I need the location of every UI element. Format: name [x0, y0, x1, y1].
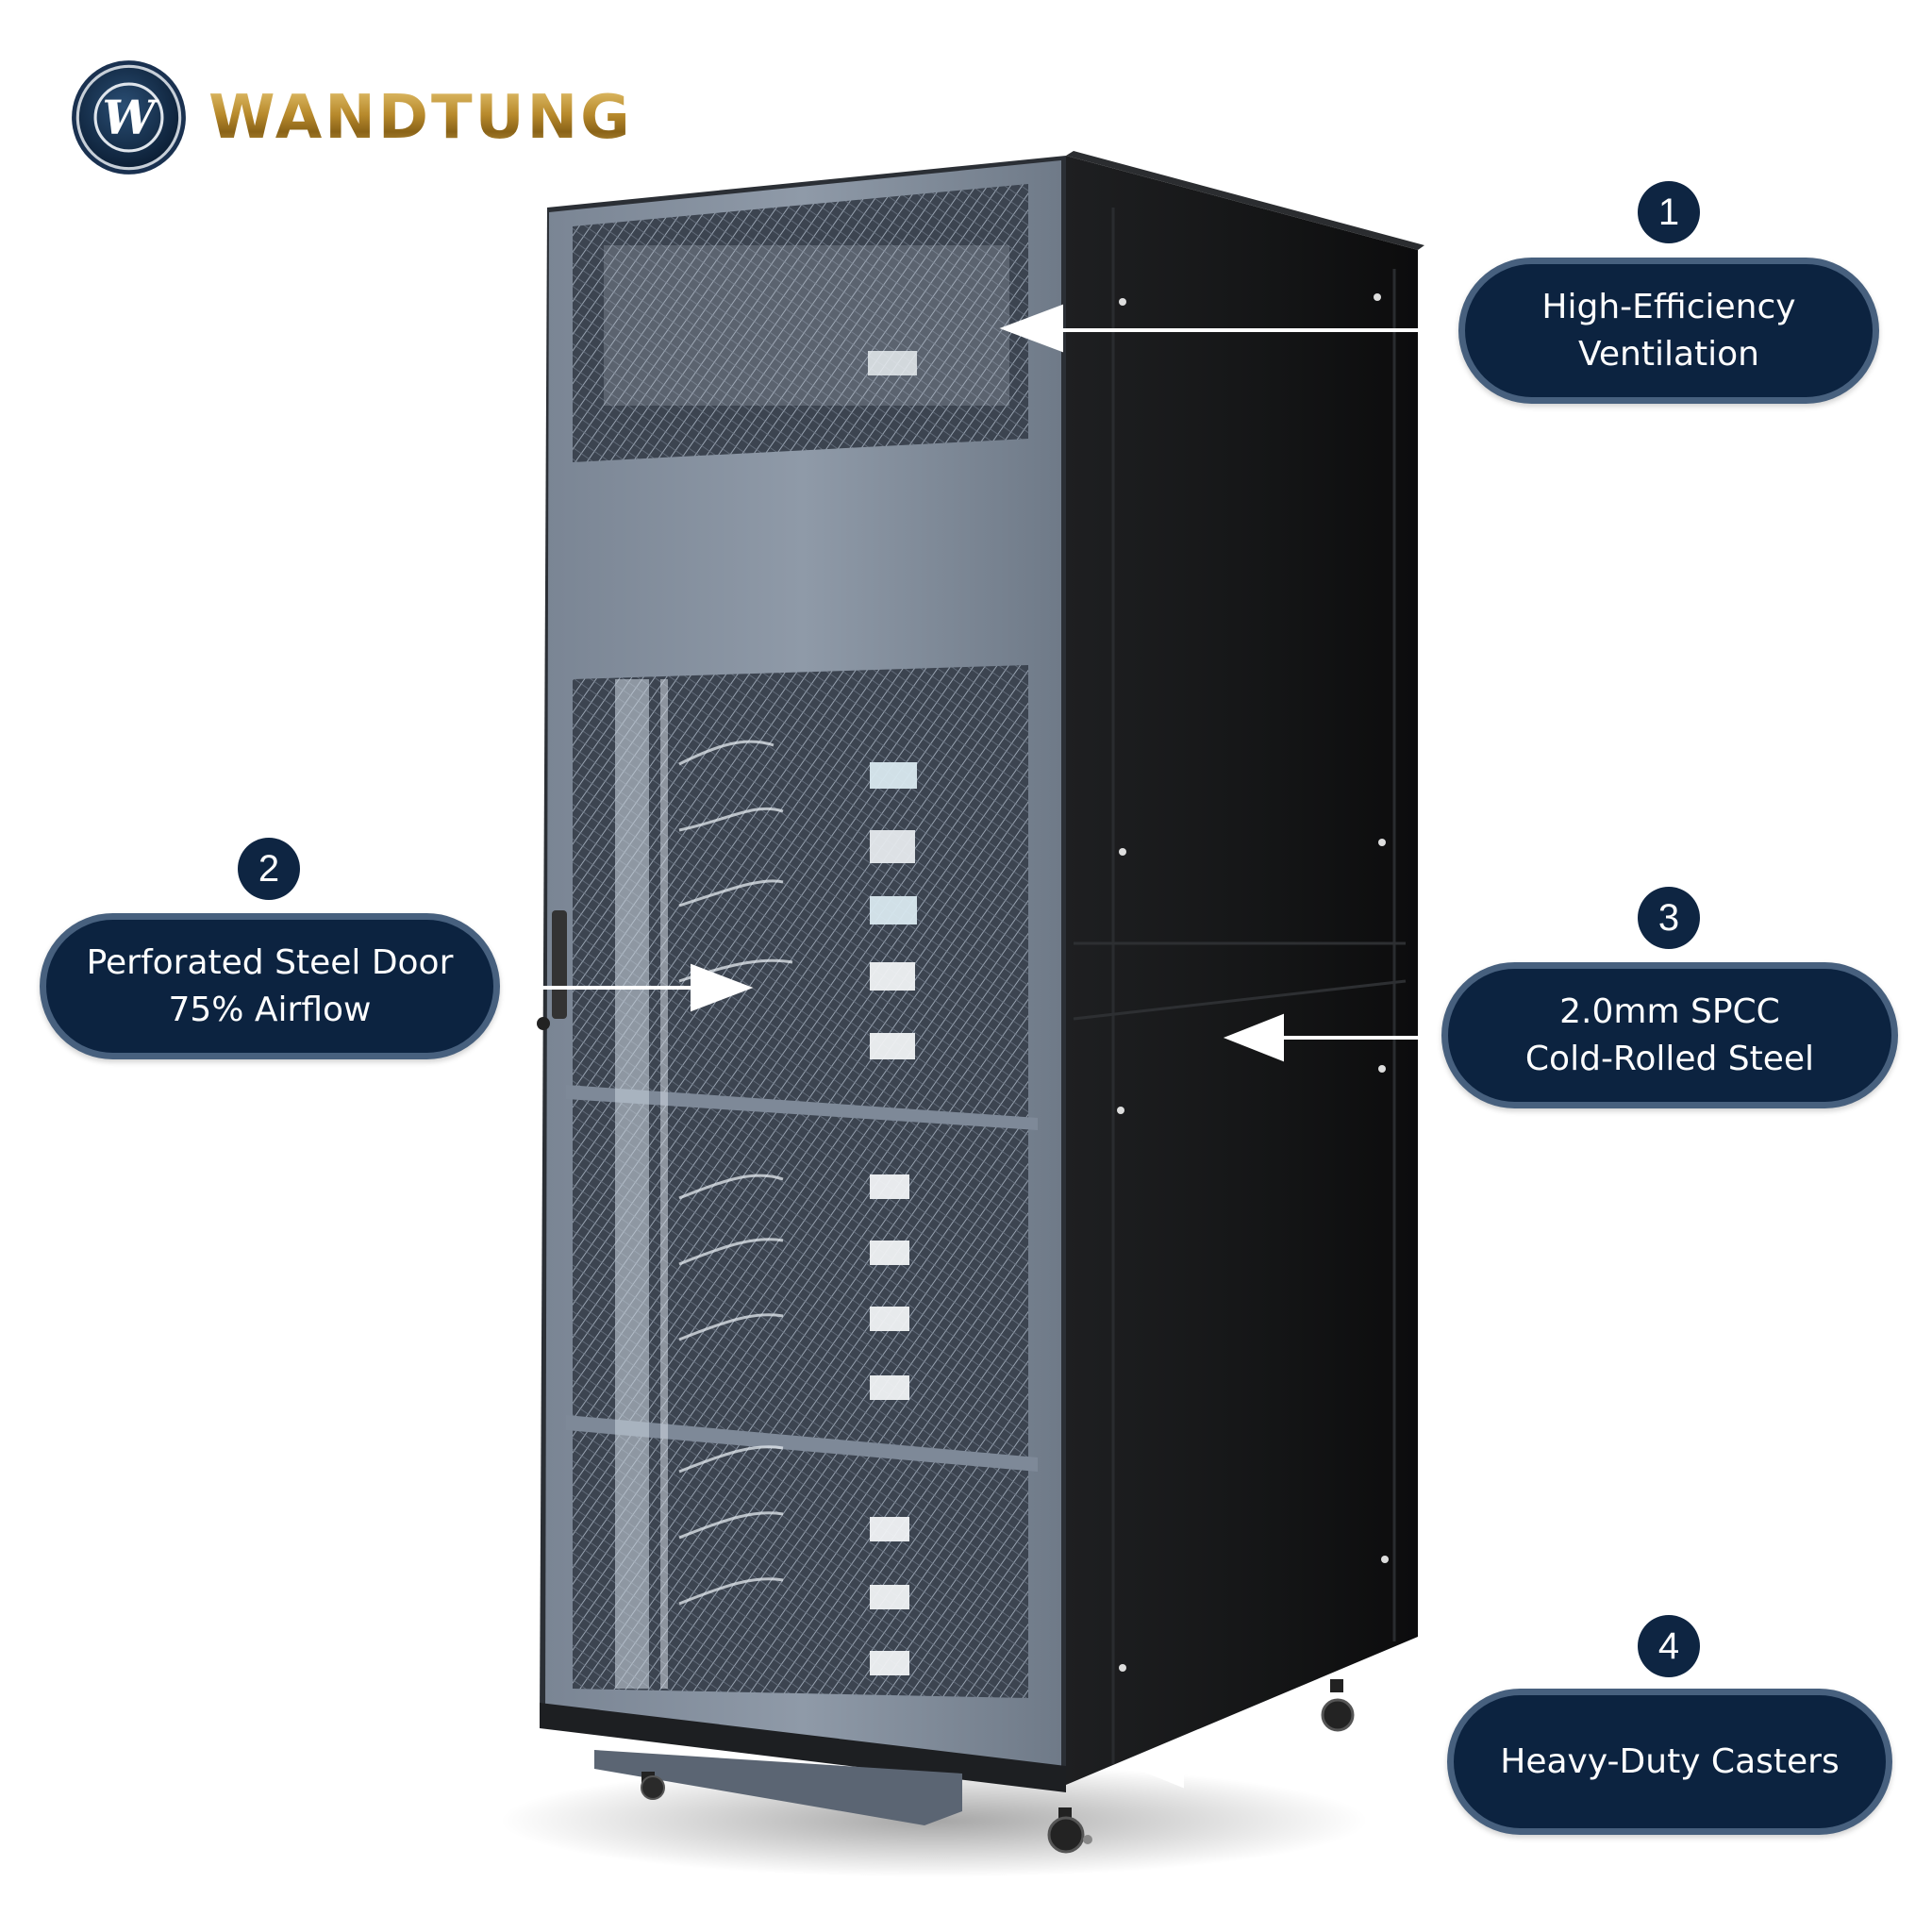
- arrow-head-4: [1124, 1740, 1184, 1789]
- callout-ventilation: High-Efficiency Ventilation: [1458, 258, 1879, 404]
- callout-line: Heavy-Duty Casters: [1500, 1741, 1840, 1781]
- brand-header: W WANDTUNG: [70, 58, 633, 176]
- callout-line: High-Efficiency: [1541, 287, 1796, 326]
- callout-casters: Heavy-Duty Casters: [1447, 1689, 1892, 1835]
- arrow-head-2: [691, 963, 754, 1012]
- callout-number-4: 4: [1638, 1615, 1700, 1677]
- caster-wheels: [641, 1679, 1355, 1854]
- cables: [678, 740, 793, 1606]
- callout-number-2: 2: [238, 838, 300, 900]
- arrow-head-1: [999, 304, 1063, 353]
- logo-letter: W: [102, 90, 159, 145]
- callout-line: Perforated Steel Door: [86, 942, 454, 982]
- callout-steel-material: 2.0mm SPCC Cold-Rolled Steel: [1441, 962, 1898, 1108]
- callout-arrows: [502, 304, 1457, 1789]
- cabinet-base: [540, 1703, 1066, 1825]
- callout-number-3: 3: [1638, 887, 1700, 949]
- callout-line: Cold-Rolled Steel: [1524, 1039, 1815, 1078]
- door-handle: [552, 910, 567, 1019]
- front-door: [537, 156, 1066, 1785]
- top-vent-mesh: [573, 184, 1028, 462]
- callout-line: Ventilation: [1578, 334, 1759, 374]
- callout-line: 75% Airflow: [168, 990, 372, 1029]
- circle-w-logo-icon: W: [72, 60, 186, 175]
- callout-perforated-door: Perforated Steel Door 75% Airflow: [40, 913, 500, 1059]
- brand-name: WANDTUNG: [208, 82, 633, 153]
- callout-number-1: 1: [1638, 181, 1700, 243]
- callout-line: 2.0mm SPCC: [1559, 991, 1780, 1031]
- arrow-head-3: [1223, 1013, 1284, 1062]
- server-units: [870, 762, 917, 1675]
- side-panel: [1066, 151, 1424, 1785]
